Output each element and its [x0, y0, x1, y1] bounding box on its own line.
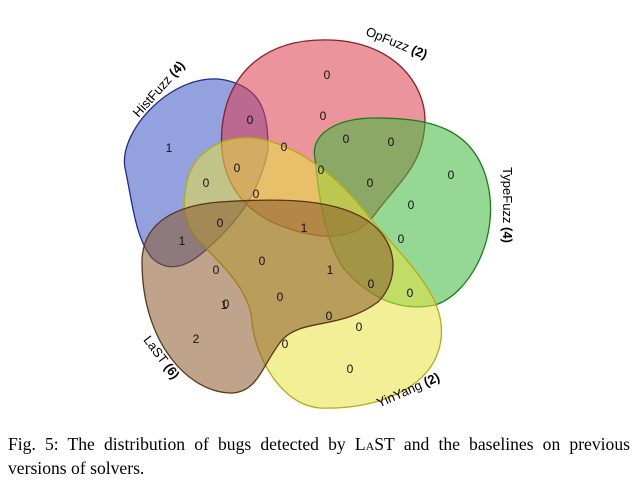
set-count: (4) — [500, 227, 515, 243]
set-last — [141, 199, 394, 394]
region-count: 0 — [448, 168, 455, 182]
region-count: 0 — [213, 263, 220, 277]
region-count: 0 — [277, 290, 284, 304]
region-count: 0 — [343, 132, 350, 146]
region-count: 0 — [282, 337, 289, 351]
region-count: 0 — [326, 309, 333, 323]
region-count: 1 — [221, 298, 228, 312]
region-count: 1 — [179, 234, 186, 248]
region-count: 0 — [234, 161, 241, 175]
region-count: 0 — [281, 140, 288, 154]
region-count: 0 — [388, 135, 395, 149]
region-count: 0 — [347, 362, 354, 376]
set-name: TypeFuzz — [500, 167, 515, 227]
set-count: (2) — [421, 369, 442, 389]
set-count: (2) — [409, 42, 429, 62]
region-count: 0 — [247, 113, 254, 127]
region-count: 0 — [320, 109, 327, 123]
region-count: 0 — [398, 232, 405, 246]
caption-suffix: and the baselines on previous versions o… — [8, 434, 630, 478]
region-count: 2 — [193, 332, 200, 346]
region-count: 1 — [166, 141, 173, 155]
venn-shapes — [123, 39, 492, 409]
region-count: 0 — [408, 198, 415, 212]
caption-prefix: Fig. 5: The distribution of bugs detecte… — [8, 434, 355, 454]
region-count: 0 — [367, 176, 374, 190]
region-count: 0 — [259, 254, 266, 268]
figure-caption: Fig. 5: The distribution of bugs detecte… — [8, 432, 630, 480]
set-label-typefuzz: TypeFuzz (4) — [500, 167, 515, 243]
region-count: 0 — [253, 187, 260, 201]
region-count: 0 — [318, 163, 325, 177]
region-count: 0 — [223, 297, 230, 311]
region-count: 0 — [356, 320, 363, 334]
region-count: 0 — [368, 277, 375, 291]
caption-tool-name: LaST — [354, 434, 395, 454]
region-count: 0 — [203, 176, 210, 190]
region-count: 0 — [217, 216, 224, 230]
region-count: 0 — [407, 286, 414, 300]
region-count: 0 — [324, 68, 331, 82]
region-count: 1 — [301, 221, 308, 235]
region-count: 1 — [327, 263, 334, 277]
